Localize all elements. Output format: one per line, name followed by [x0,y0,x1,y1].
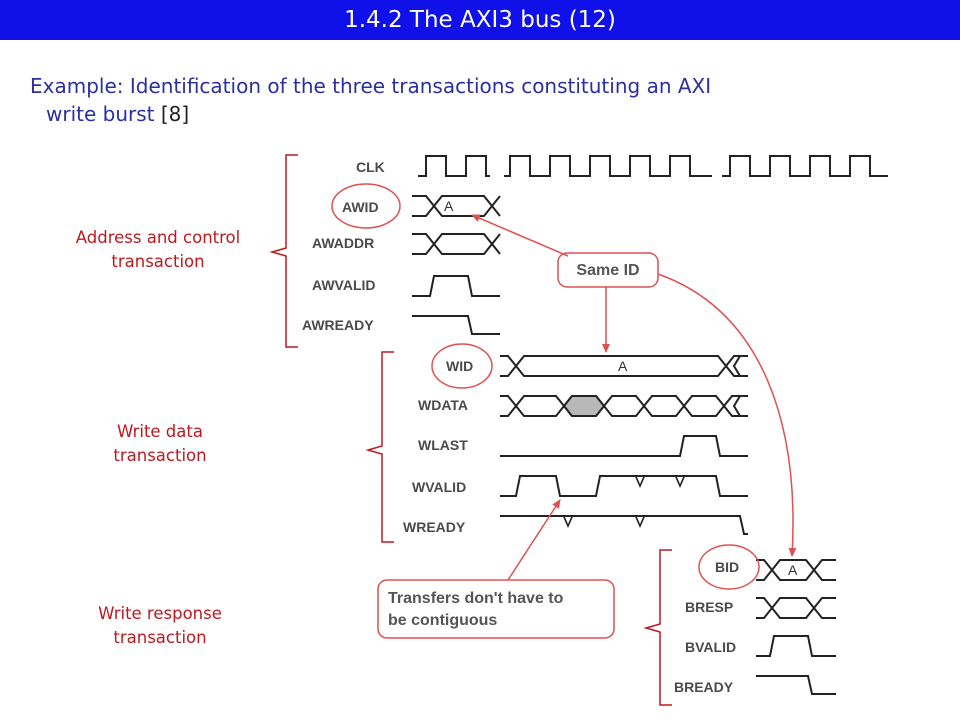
response-label-line-2: transaction [113,628,207,647]
wvalid-dip-2 [675,476,685,488]
signal-awready: AWREADY [302,317,374,333]
signal-bresp: BRESP [685,599,733,615]
response-group-label: Write response transaction [50,602,270,650]
waveform-wdata [500,395,748,417]
signal-wvalid: WVALID [412,479,466,495]
signal-bid: BID [715,559,739,575]
signal-awid: AWID [342,199,379,215]
waveform-awid [412,195,501,217]
intro-line-2-wrap: write burst [8] [30,100,930,128]
wid-value: A [618,358,628,374]
arrow-transfers-to-gap [507,499,561,581]
transfers-callout-line-1: Transfers don't have to [388,590,564,607]
signal-bvalid: BVALID [685,639,736,655]
address-bracket [269,154,298,348]
slide-title: 1.4.2 The AXI3 bus (12) [0,0,960,40]
awid-highlight-circle [331,183,401,229]
transfers-callout-box [377,579,615,639]
awid-value: A [444,198,454,214]
signal-wready: WREADY [403,519,466,535]
data-bracket [365,351,394,543]
address-group-label: Address and control transaction [40,226,276,274]
waveform-bid [756,559,836,581]
data-group-label: Write data transaction [50,420,270,468]
signal-wid: WID [446,358,473,374]
waveform-clk [418,155,888,177]
same-id-callout-box [557,252,659,288]
response-bracket [643,549,672,706]
wready-dip-2 [635,516,645,528]
waveform-awvalid [412,275,500,297]
transfers-callout-line-2: be contiguous [388,612,497,629]
wvalid-dip-1 [635,476,645,488]
waveform-wready [500,515,748,535]
signal-awvalid: AWVALID [312,277,376,293]
signal-clk: CLK [356,159,385,175]
waveform-awaddr [412,233,501,255]
signal-wlast: WLAST [418,437,468,453]
address-label-line-1: Address and control [75,228,241,247]
same-id-callout-text: Same ID [576,262,639,279]
data-label-line-2: transaction [113,446,207,465]
intro-line-1: Example: Identification of the three tra… [30,74,712,98]
arrow-same-id-to-awid [471,214,569,257]
wdata-highlight-beat [562,395,606,417]
waveform-wid [500,355,748,377]
arrow-same-id-to-bid [657,273,797,557]
intro-text: Example: Identification of the three tra… [30,72,930,128]
bid-value: A [788,562,798,578]
data-label-line-1: Write data [117,422,203,441]
wready-dip-1 [563,516,573,528]
bid-highlight-circle [698,544,760,590]
waveform-bready [756,675,836,695]
waveform-wvalid [500,475,748,497]
address-label-line-2: transaction [111,252,205,271]
waveform-bvalid [756,635,836,657]
waveform-wlast [500,435,748,457]
wid-highlight-circle [431,343,493,389]
waveform-bresp [756,597,836,619]
waveform-awready [412,315,500,335]
intro-line-2: write burst [46,102,161,126]
signal-bready: BREADY [674,679,734,695]
intro-reference: [8] [160,102,190,126]
response-label-line-1: Write response [98,604,222,623]
signal-awaddr: AWADDR [312,235,374,251]
signal-wdata: WDATA [418,397,468,413]
